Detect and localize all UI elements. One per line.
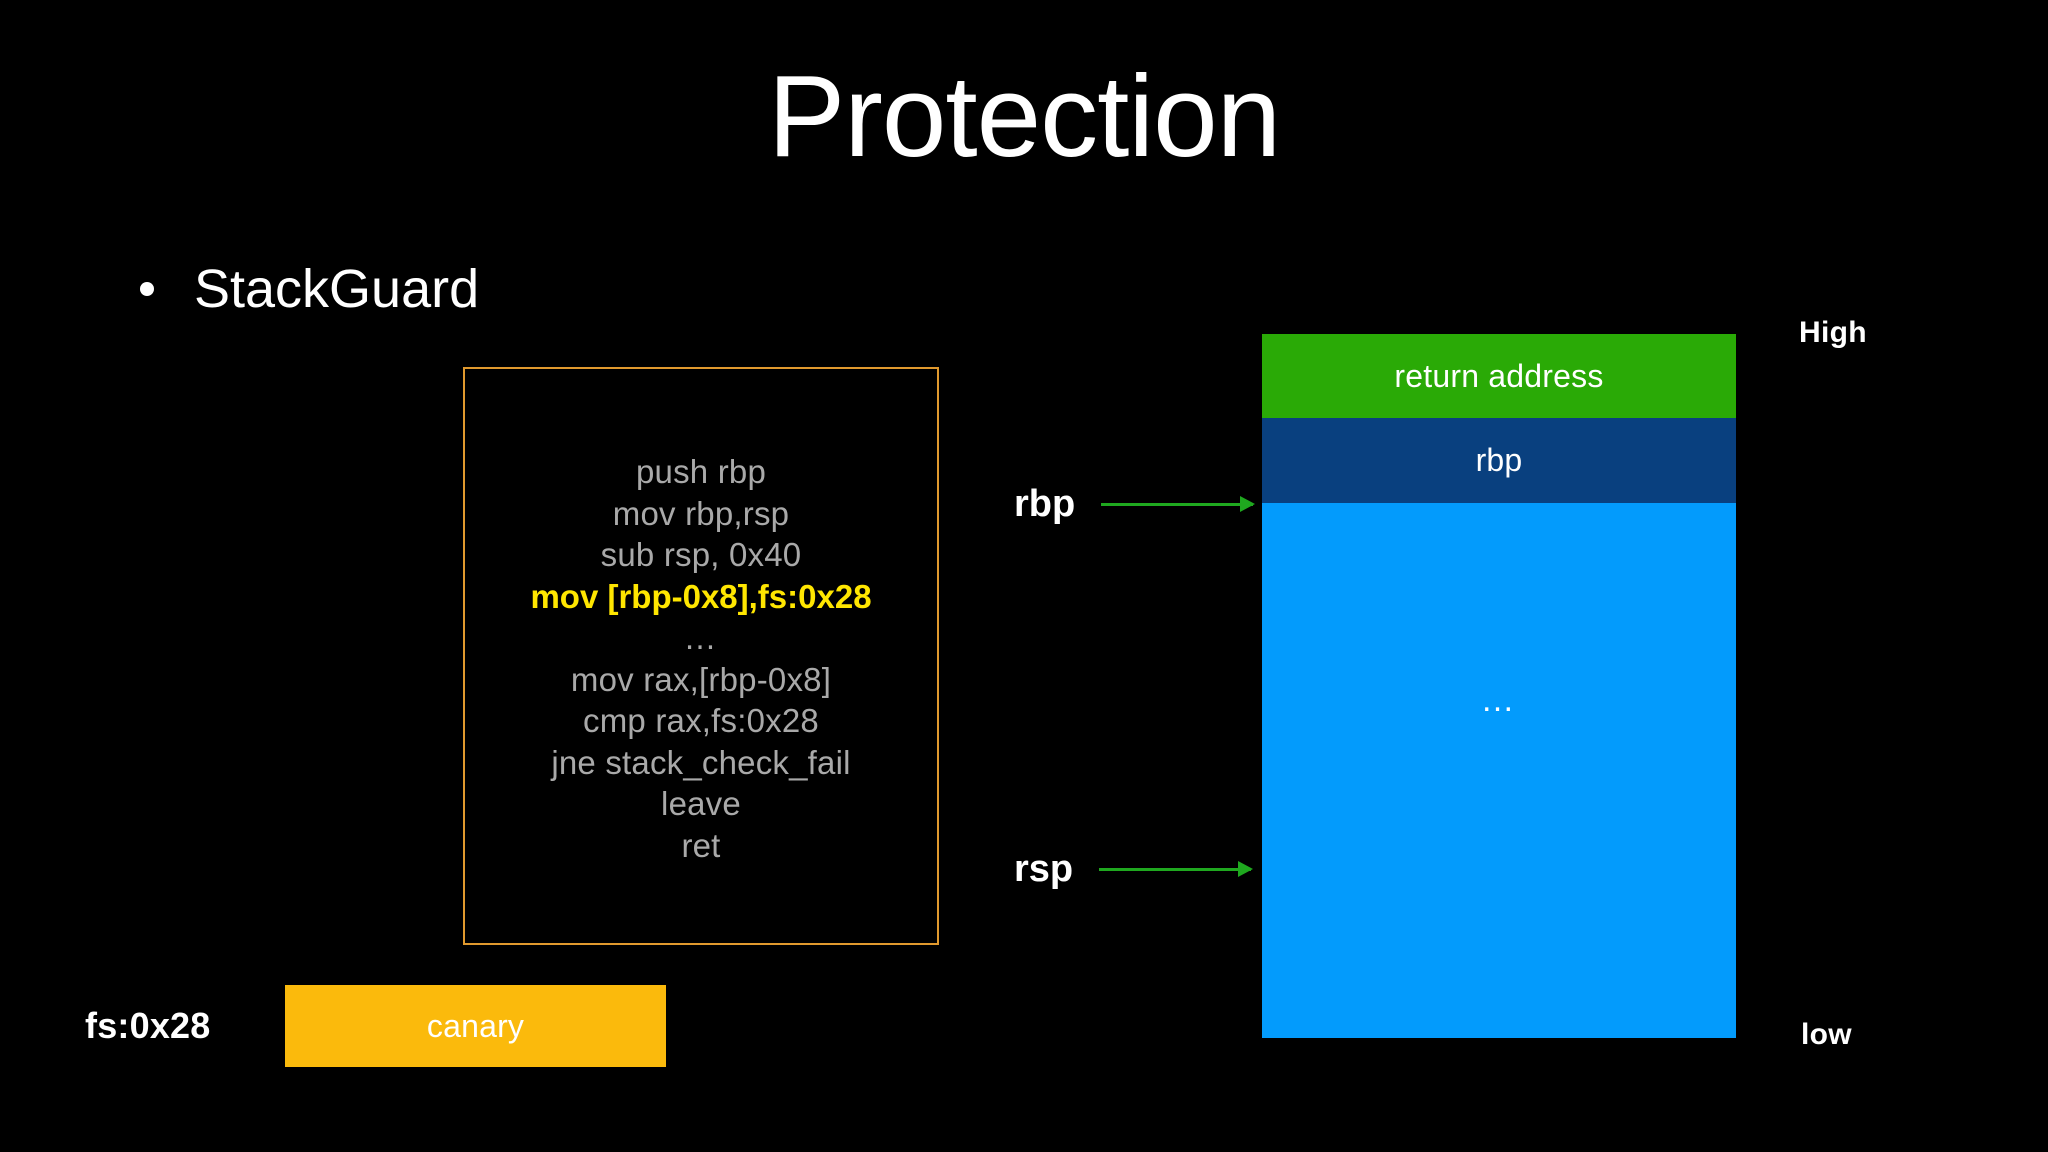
assembly-code-box: push rbp mov rbp,rsp sub rsp, 0x40 mov [… — [463, 367, 939, 945]
register-label-rsp: rsp — [1014, 848, 1074, 890]
code-line: sub rsp, 0x40 — [600, 536, 802, 573]
stack-block-locals: … — [1262, 503, 1736, 1038]
stack-locals-ellipsis: … — [1480, 681, 1518, 719]
assembly-code-lines: push rbp mov rbp,rsp sub rsp, 0x40 mov [… — [465, 451, 937, 866]
code-line: push rbp — [635, 453, 767, 490]
register-pointer-rbp: rbp — [1014, 483, 1254, 525]
stack-diagram: return address rbp … — [1262, 334, 1736, 1038]
canary-row: fs:0x28 canary — [85, 985, 666, 1067]
memory-label-low: low — [1801, 1018, 1852, 1051]
stack-block-return-address: return address — [1262, 334, 1736, 418]
register-label-rbp: rbp — [1014, 483, 1076, 525]
code-line: jne stack_check_fail — [551, 743, 851, 781]
memory-label-high: High — [1799, 316, 1867, 349]
code-line: leave — [661, 785, 741, 822]
arrow-right-icon — [1099, 867, 1252, 871]
stack-block-saved-rbp: rbp — [1262, 418, 1736, 503]
code-line-ellipsis: … — [683, 619, 719, 656]
canary-box-label: canary — [426, 1008, 525, 1044]
canary-box: canary — [285, 985, 666, 1067]
arrow-right-icon — [1101, 502, 1254, 506]
canary-source-label: fs:0x28 — [85, 1005, 211, 1046]
bullet-dot-icon — [140, 282, 154, 296]
bullet-item-label: StackGuard — [194, 259, 480, 319]
bullet-list-item: StackGuard — [140, 262, 479, 316]
code-line: mov rbp,rsp — [612, 494, 790, 532]
code-line-highlighted: mov [rbp-0x8],fs:0x28 — [530, 577, 872, 615]
code-line: cmp rax,fs:0x28 — [583, 702, 819, 739]
register-pointer-rsp: rsp — [1014, 848, 1252, 890]
code-line: mov rax,[rbp-0x8] — [570, 660, 832, 698]
page-title: Protection — [767, 51, 1281, 181]
code-line: ret — [681, 826, 721, 864]
